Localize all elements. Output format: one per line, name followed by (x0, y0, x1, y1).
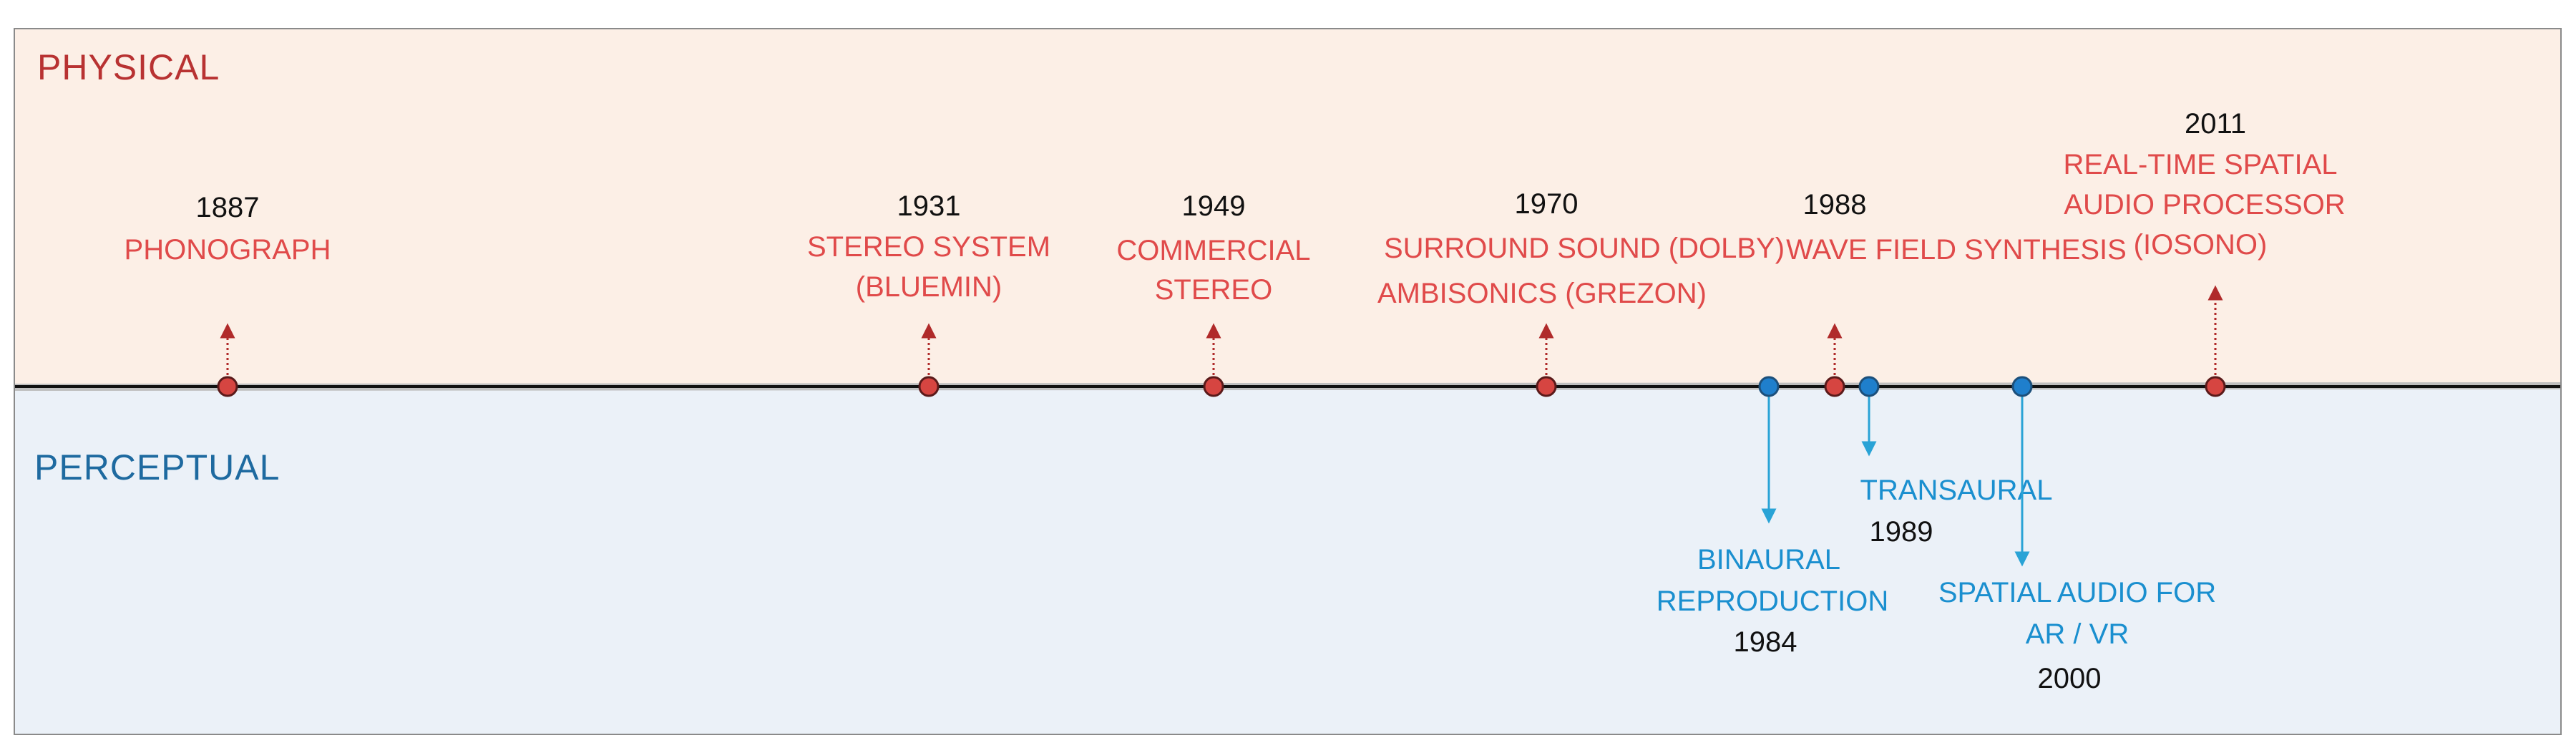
physical-band (15, 29, 2560, 387)
physical-event-label: (IOSONO) (2134, 229, 2268, 261)
physical-event-marker (1203, 376, 1224, 397)
perceptual-event-year: 1989 (1870, 516, 1933, 548)
physical-event-label: STEREO (1155, 274, 1272, 306)
physical-event-label: SURROUND SOUND (DOLBY) (1384, 233, 1785, 264)
physical-event-year: 1949 (1182, 190, 1246, 222)
physical-event-year: 1970 (1515, 188, 1579, 220)
physical-event-marker (1824, 376, 1845, 397)
perceptual-event-label: AR / VR (2026, 618, 2129, 650)
perceptual-event-year: 2000 (2038, 663, 2102, 694)
perceptual-event-label: SPATIAL AUDIO FOR (1938, 577, 2216, 608)
physical-event-label: AMBISONICS (GREZON) (1377, 278, 1707, 309)
physical-event-label: AUDIO PROCESSOR (2064, 189, 2345, 220)
physical-event-marker (918, 376, 940, 397)
perceptual-event-marker (1858, 376, 1880, 397)
physical-event-label: REAL-TIME SPATIAL (2063, 149, 2337, 180)
physical-event-label: COMMERCIAL (1116, 235, 1310, 266)
physical-event-year: 1931 (897, 190, 961, 222)
perceptual-event-label: TRANSAURAL (1860, 475, 2053, 506)
perceptual-event-year: 1984 (1734, 626, 1797, 658)
physical-event-year: 1988 (1803, 189, 1867, 220)
perceptual-event-label: REPRODUCTION (1657, 586, 1888, 617)
physical-event-label: (BLUEMIN) (856, 271, 1002, 303)
physical-event-label: PHONOGRAPH (125, 234, 331, 266)
perceptual-event-marker (1758, 376, 1780, 397)
physical-event-marker (2205, 376, 2226, 397)
physical-band-label: PHYSICAL (37, 47, 220, 87)
physical-event-year: 2011 (2185, 108, 2246, 140)
physical-event-marker (217, 376, 238, 397)
perceptual-event-marker (2011, 376, 2033, 397)
physical-event-label: WAVE FIELD SYNTHESIS (1786, 234, 2127, 266)
physical-event-year: 1887 (196, 192, 260, 223)
perceptual-event-label: BINAURAL (1697, 544, 1840, 575)
physical-event-marker (1536, 376, 1557, 397)
perceptual-band-label: PERCEPTUAL (34, 447, 280, 487)
perceptual-band (15, 387, 2560, 734)
physical-event-label: STEREO SYSTEM (807, 231, 1050, 263)
